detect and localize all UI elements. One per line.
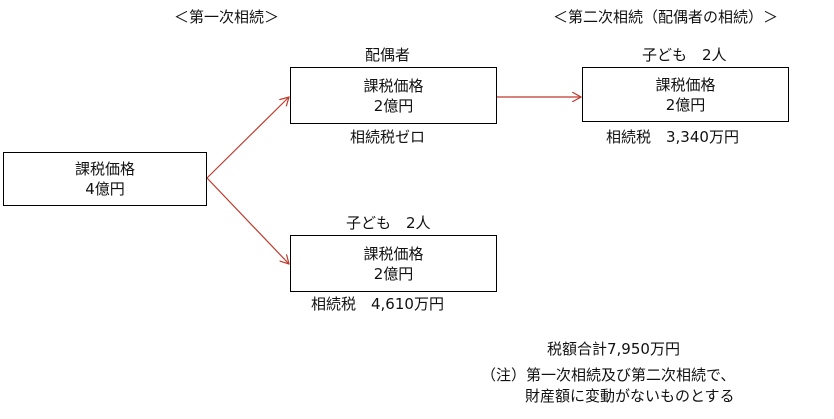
children1-tax: 相続税 4,610万円 bbox=[311, 295, 444, 313]
arrow-origin-to-spouse bbox=[206, 97, 289, 179]
arrow-origin-to-children bbox=[206, 177, 289, 264]
spouse-taxable-value: 2億円 bbox=[373, 96, 414, 115]
children2-label: 子ども 2人 bbox=[642, 46, 727, 64]
spouse-taxable-label: 課税価格 bbox=[363, 76, 424, 95]
tax-total: 税額合計7,950万円 bbox=[547, 340, 680, 358]
children2-taxable-value: 2億円 bbox=[665, 95, 706, 114]
children2-tax: 相続税 3,340万円 bbox=[606, 128, 739, 146]
header-second-inheritance: ＜第二次相続（配偶者の相続）＞ bbox=[553, 8, 779, 26]
children1-taxable-label: 課税価格 bbox=[363, 244, 424, 263]
spouse-tax: 相続税ゼロ bbox=[350, 128, 426, 146]
note-line-2: 財産額に変動がないものとする bbox=[525, 387, 735, 405]
children2-box: 課税価格 2億円 bbox=[582, 67, 789, 122]
children2-taxable-label: 課税価格 bbox=[655, 75, 716, 94]
note-line-1: （注）第一次相続及び第二次相続で、 bbox=[481, 366, 736, 384]
spouse-box: 課税価格 2億円 bbox=[290, 67, 497, 124]
children1-label: 子ども 2人 bbox=[346, 214, 431, 232]
origin-taxable-label: 課税価格 bbox=[74, 160, 135, 178]
origin-box: 課税価格 4億円 bbox=[3, 152, 207, 206]
children1-taxable-value: 2億円 bbox=[373, 264, 414, 283]
header-first-inheritance: ＜第一次相続＞ bbox=[174, 8, 280, 26]
origin-taxable-value: 4億円 bbox=[85, 180, 125, 198]
spouse-label: 配偶者 bbox=[365, 46, 411, 64]
children1-box: 課税価格 2億円 bbox=[290, 235, 497, 292]
